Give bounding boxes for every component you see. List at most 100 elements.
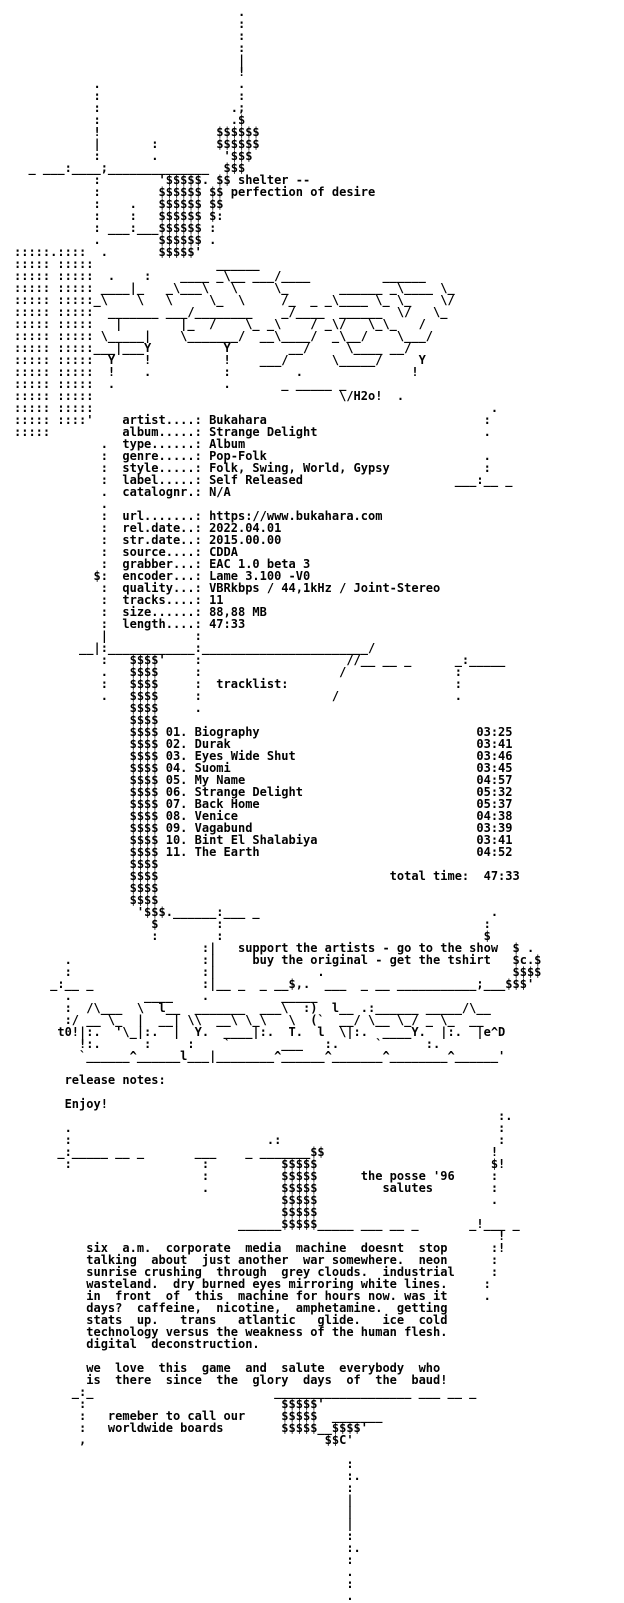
nfo-line: $$$$ 10. Bint El Shalabiya 03:41 <box>14 833 513 847</box>
nfo-line: . . <box>14 77 246 91</box>
nfo-line: | <box>14 1493 354 1507</box>
nfo-line: . <box>14 1589 354 1603</box>
nfo-line: six a.m. corporate media machine doesnt … <box>14 1241 506 1255</box>
nfo-line: $: encoder...: Lame 3.100 -V0 <box>14 569 311 583</box>
nfo-line: ::::: :::::___|___Y Y __/ \____ __/ <box>14 341 412 355</box>
nfo-line: $ : : <box>14 917 491 931</box>
nfo-line: $$$$ 08. Venice 04:38 <box>14 809 513 823</box>
nfo-line: . <box>14 497 108 511</box>
nfo-line: : str.date..: 2015.00.00 <box>14 533 282 547</box>
nfo-line: ::::: ::::' artist....: Bukahara : <box>14 413 491 427</box>
nfo-line: : . '$$$ <box>14 149 253 163</box>
nfo-line: ! <box>14 65 246 79</box>
nfo-line: : worldwide boards $$$$$__$$$$' <box>14 1421 369 1435</box>
nfo-line: : rel.date..: 2022.04.01 <box>14 521 282 535</box>
nfo-line: :. <box>14 1469 361 1483</box>
nfo-line: : genre.....: Pop-Folk . <box>14 449 491 463</box>
nfo-line: : remeber to call our $$$$$ _______ <box>14 1409 383 1423</box>
nfo-line: $$$$ 06. Strange Delight 05:32 <box>14 785 513 799</box>
nfo-line: __|:____________:_______________________… <box>14 641 376 655</box>
nfo-line: technology versus the weakness of the hu… <box>14 1325 448 1339</box>
nfo-line: : '$$$$$. $$ shelter -- <box>14 173 311 187</box>
nfo-line: ______$$$$$_____ ___ __ _ _!___ _ <box>14 1217 520 1231</box>
nfo-line: . $$$$$ salutes : <box>14 1181 499 1195</box>
nfo-line: $$$$ 07. Back Home 05:37 <box>14 797 513 811</box>
nfo-line: ::::: ::::: _______ ___/________ _/____ … <box>14 305 448 319</box>
nfo-line: $$$$ total time: 47:33 <box>14 869 520 883</box>
nfo-line: $$$$ 04. Suomi 03:45 <box>14 761 513 775</box>
nfo-line: : .$ <box>14 113 246 127</box>
nfo-line: . :| buy the original - get the tshirt $… <box>14 953 542 967</box>
nfo-line: $$$$ 01. Biography 03:25 <box>14 725 513 739</box>
nfo-line: wasteland. dry burned eyes mirroring whi… <box>14 1277 491 1291</box>
nfo-line: talking about just another war somewhere… <box>14 1253 499 1267</box>
nfo-line: ! <box>14 1229 506 1243</box>
nfo-line: . <box>14 1565 354 1579</box>
nfo-line: !:. : : ` ___ :. ` :. <box>14 1037 441 1051</box>
nfo-ascii-art: . : : : | ! . . <box>14 6 541 1602</box>
nfo-line: $$$$ <box>14 881 159 895</box>
nfo-line: $$$$ 11. The Earth 04:52 <box>14 845 513 859</box>
nfo-line: : . $$$$$$ $$ <box>14 197 224 211</box>
nfo-line: $$$$$ . <box>14 1193 499 1207</box>
nfo-line: '$$$.______:___ _ . <box>14 905 499 919</box>
nfo-line: _:_____ __ _ ___ _ _______$$ ! <box>14 1145 499 1159</box>
nfo-line: `______^______l___|________^______^_____… <box>14 1049 506 1063</box>
nfo-line: is there since the glory days of the bau… <box>14 1373 448 1387</box>
nfo-line: . ____ . _____ <box>14 989 318 1003</box>
nfo-line: : ___:___$$$$$$ : <box>14 221 217 235</box>
nfo-line: ::::: ::::: \_____| \_______/ __\____/ _… <box>14 329 434 343</box>
nfo-line: ::::: ::::: | |_ / \_ _\ / _\/ \_\_ / <box>14 317 426 331</box>
nfo-line: ::::: ::::: . <box>14 401 499 415</box>
nfo-line: ::::: ::::: . . _ _____ _ <box>14 377 347 391</box>
nfo-line: : : $$$$$ $! <box>14 1157 506 1171</box>
nfo-line: | <box>14 1505 354 1519</box>
nfo-line: . <box>14 5 246 19</box>
nfo-line: digital deconstruction. <box>14 1337 260 1351</box>
nfo-line: : : $ <box>14 929 491 943</box>
nfo-line: . type......: Album <box>14 437 246 451</box>
nfo-line: : quality...: VBRkbps / 44,1kHz / Joint-… <box>14 581 441 595</box>
nfo-line: ::::: ::::: ______ <box>14 257 260 271</box>
nfo-line: ::::: ::::: ____|_ _\___\ \ \_ ______ _\… <box>14 281 455 295</box>
nfo-line: : <box>14 1529 354 1543</box>
nfo-line: $$$$ 03. Eyes Wide Shut 03:46 <box>14 749 513 763</box>
nfo-line: :. <box>14 1541 361 1555</box>
nfo-line: : $$$$' : //__ __ _ _:_____ <box>14 653 506 667</box>
nfo-line: . : <box>14 1121 506 1135</box>
nfo-line: ! $$$$$$ <box>14 125 260 139</box>
nfo-line: : $$$$$' <box>14 1397 325 1411</box>
nfo-line: ::::: :::::_\ \ \ \_ \ /_ _ _\____ \_ \_… <box>14 293 455 307</box>
nfo-line: $$$$$ <box>14 1205 318 1219</box>
nfo-line: stats up. trans atlantic glide. ice cold <box>14 1313 448 1327</box>
nfo-line: . catalognr.: N/A <box>14 485 231 499</box>
nfo-line: ::::: ::::: Y ! ! ___/ \_____/ Y <box>14 353 426 367</box>
nfo-line: : <box>14 1577 354 1591</box>
nfo-line: : .; <box>14 101 246 115</box>
nfo-line: : $$$$$ the posse '96 : <box>14 1169 499 1183</box>
nfo-line: days? caffeine, nicotine, amphetamine. g… <box>14 1301 448 1315</box>
nfo-line: : : <box>14 89 246 103</box>
nfo-line: | <box>14 53 246 67</box>
nfo-line: ::::: ::::: \/H2o! . <box>14 389 405 403</box>
nfo-line: | : <box>14 629 202 643</box>
nfo-line: , $$C' <box>14 1433 354 1447</box>
nfo-line: | : $$$$$$ <box>14 137 260 151</box>
nfo-line: . $$$$ : / . <box>14 689 462 703</box>
nfo-line: ::::: ::::: . : ____ _\__ ___/____ _____… <box>14 269 426 283</box>
nfo-line: : tracks....: 11 <box>14 593 224 607</box>
nfo-line: sunrise crushing through grey clouds. in… <box>14 1265 499 1279</box>
nfo-line: _ ___:____;______________ $$$ <box>14 161 246 175</box>
nfo-line: $$$$ <box>14 857 159 871</box>
nfo-line: : $$$$ : tracklist: : <box>14 677 462 691</box>
nfo-line: : <box>14 1553 354 1567</box>
nfo-line: : source....: CDDA <box>14 545 238 559</box>
nfo-line: release notes: <box>14 1073 166 1087</box>
nfo-line: | <box>14 1517 354 1531</box>
nfo-line: : :| . $$$$ <box>14 965 542 979</box>
nfo-line: $$$$ 09. Vagabund 03:39 <box>14 821 513 835</box>
nfo-line: : grabber...: EAC 1.0 beta 3 <box>14 557 311 571</box>
nfo-line: we love this game and salute everybody w… <box>14 1361 441 1375</box>
nfo-line: :/ __ \_ | __| \\ __\ \_\ \ (` __/ \__ \… <box>14 1013 484 1027</box>
nfo-line: . $$$$$$ . <box>14 233 217 247</box>
